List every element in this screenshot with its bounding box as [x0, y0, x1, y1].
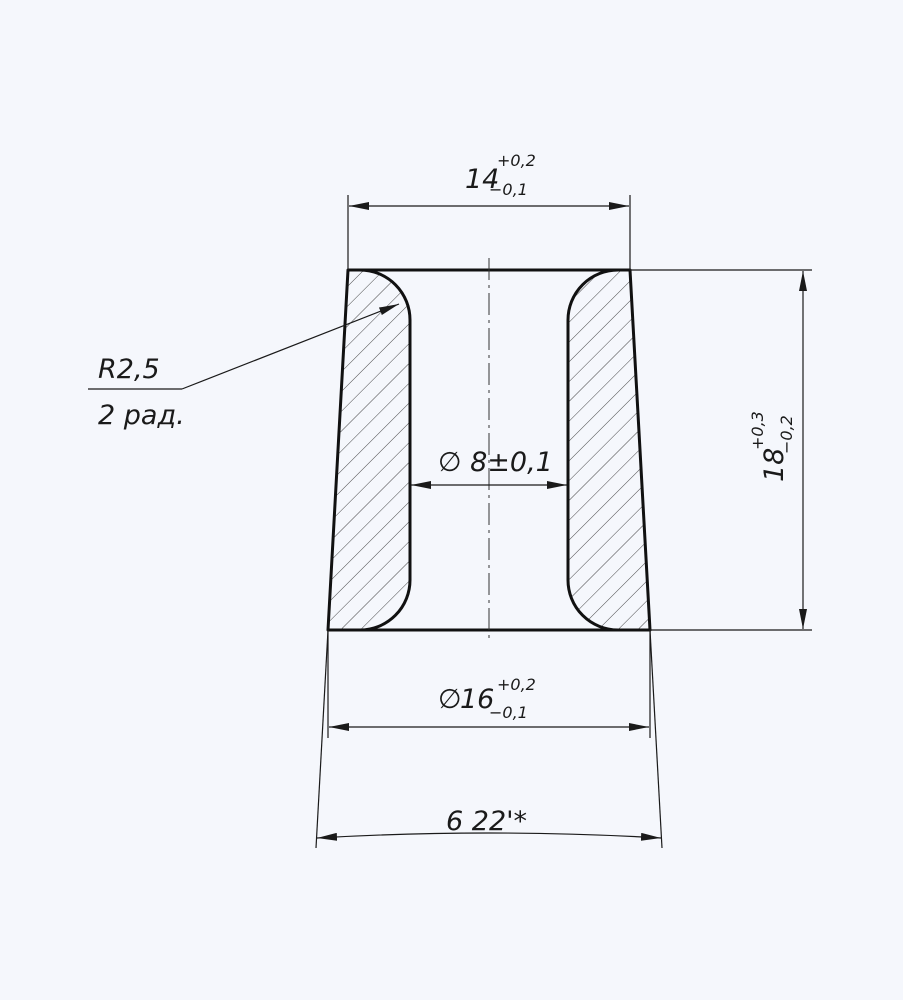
radius-label: R2,5	[98, 354, 160, 385]
height-nominal: 18	[759, 448, 790, 482]
bottom-diameter-nominal: 16	[460, 684, 494, 715]
top-width-dimension: 14 +0,2 −0,1	[347, 151, 631, 270]
bottom-diameter-lower-tol: −0,1	[489, 703, 528, 722]
height-upper-tol: +0,3	[748, 411, 767, 450]
height-lower-tol: −0,2	[777, 415, 796, 454]
radius-leader-note: R2,5 2 рад.	[88, 303, 400, 431]
bore-dimension: ∅ 8±0,1	[411, 447, 567, 489]
height-dimension: 18 +0,3 −0,2	[630, 269, 812, 631]
top-width-lower-tol: −0,1	[489, 180, 528, 199]
right-wall-section	[568, 270, 650, 630]
angle-dimension: 6 22'*	[315, 629, 663, 849]
bottom-diameter-upper-tol: +0,2	[497, 675, 536, 694]
angle-label: 6 22'*	[446, 806, 527, 837]
bottom-diameter-symbol: ∅	[438, 684, 462, 715]
bottom-diameter-dimension: ∅ 16 +0,2 −0,1	[327, 630, 651, 738]
left-wall-section	[328, 270, 410, 630]
bore-label: ∅ 8±0,1	[438, 447, 553, 478]
top-width-nominal: 14	[465, 164, 499, 195]
radius-count-label: 2 рад.	[98, 400, 185, 431]
top-width-upper-tol: +0,2	[497, 151, 536, 170]
